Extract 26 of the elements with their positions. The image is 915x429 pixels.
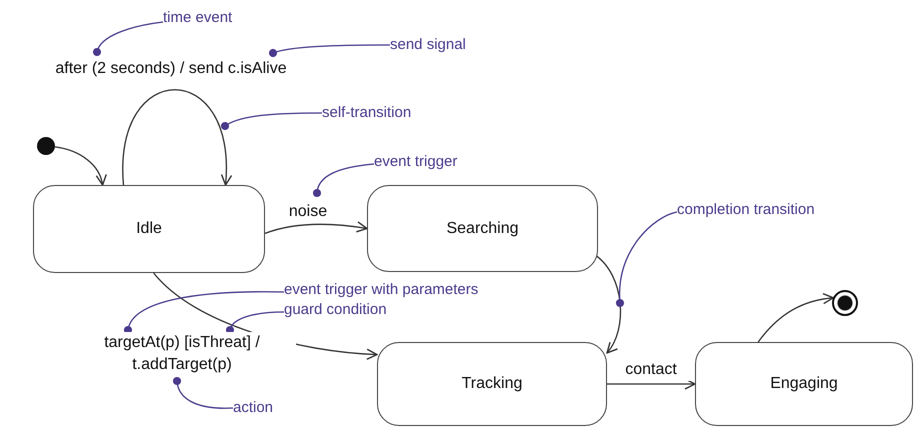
annotation-label: self-transition	[322, 103, 412, 123]
annotation-label: guard condition	[284, 300, 387, 320]
annotation-label: send signal	[390, 35, 466, 55]
annotation-label: event trigger	[374, 152, 458, 172]
arrow	[264, 221, 368, 234]
leader-line	[92, 21, 164, 56]
arrow	[758, 293, 834, 342]
leader-line	[616, 211, 678, 308]
state-box: Tracking	[377, 342, 607, 426]
state-box: Searching	[367, 185, 598, 272]
leader-line	[220, 112, 322, 130]
leader-line	[172, 376, 234, 409]
leader-line	[312, 163, 374, 198]
annotation-label: event trigger with parameters	[284, 280, 478, 300]
arrow	[54, 146, 106, 186]
final-state-marker	[832, 290, 858, 316]
annotation-label: completion transition	[677, 200, 815, 220]
arrow	[122, 89, 232, 186]
leader-line	[124, 291, 284, 334]
initial-state-dot	[37, 137, 55, 155]
annotation-label: action	[233, 398, 274, 418]
leader-line	[268, 44, 390, 58]
state-box: Engaging	[695, 342, 913, 426]
state-box: Idle	[33, 185, 265, 273]
annotation-label: time event	[163, 8, 232, 28]
leader-line	[226, 311, 284, 334]
